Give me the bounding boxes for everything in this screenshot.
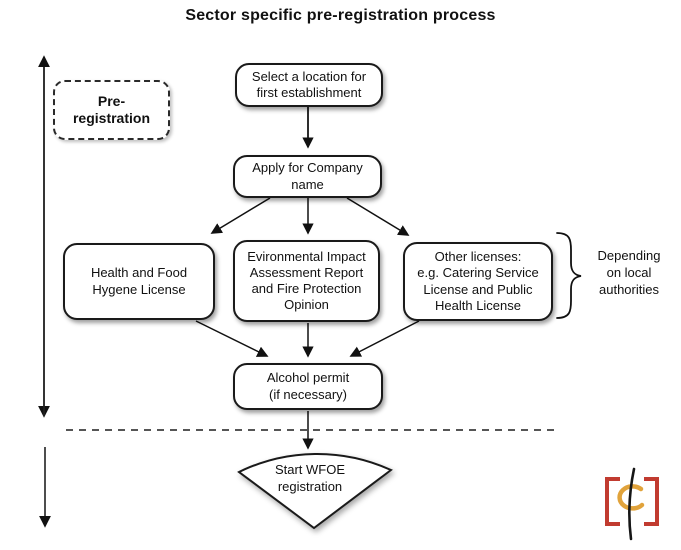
connector-arrows — [195, 107, 420, 450]
node-company-name: Apply for Company name — [233, 155, 382, 198]
annotation-depending-on-local-authorities: Depending on local authorities — [597, 248, 661, 297]
page-title: Sector specific pre-registration process — [185, 7, 496, 24]
company-name-label: Apply for Company name — [252, 160, 363, 192]
other-licenses-label: Other licenses: e.g. Catering Service Li… — [417, 249, 539, 313]
select-location-label: Select a location for first establishmen… — [251, 68, 367, 100]
pre-registration-label: Pre- registration — [72, 92, 150, 127]
wfoe-fan-shape — [237, 452, 393, 530]
node-select-location: Select a location for first establishmen… — [235, 63, 383, 107]
node-alcohol-permit: Alcohol permit (if necessary) — [233, 363, 383, 410]
eia-report-label: Evironmental Impact Assessment Report an… — [247, 248, 366, 313]
health-license-label: Health and Food Hygene License — [90, 265, 188, 297]
start-wfoe-label: Start WFOE registration — [274, 462, 346, 494]
node-eia-report: Evironmental Impact Assessment Report an… — [233, 240, 380, 322]
node-health-license: Health and Food Hygene License — [63, 243, 215, 320]
company-logo-icon — [605, 467, 659, 541]
curly-brace — [556, 232, 582, 319]
node-pre-registration: Pre- registration — [53, 80, 170, 140]
node-other-licenses: Other licenses: e.g. Catering Service Li… — [403, 242, 553, 321]
alcohol-permit-label: Alcohol permit (if necessary) — [266, 370, 350, 402]
